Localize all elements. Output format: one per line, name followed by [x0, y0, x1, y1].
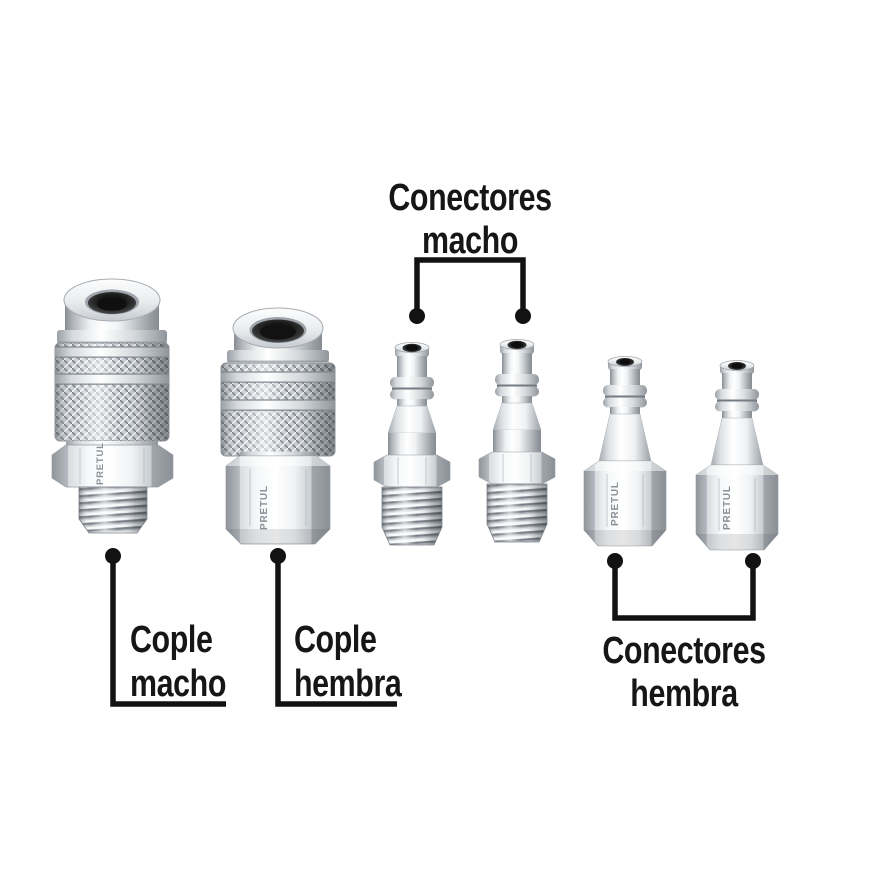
- callout-conectores-hembra: [607, 553, 761, 621]
- callout-bracket: [612, 561, 756, 621]
- brand-marking: PRETUL: [259, 485, 270, 530]
- product-conector-macho-2: [478, 339, 556, 543]
- label-line: Cople: [130, 619, 213, 661]
- sleeve-groove: [221, 400, 335, 410]
- brand-marking: PRETUL: [95, 442, 106, 485]
- label-line: macho: [422, 220, 518, 262]
- label-cople-hembra: Cople hembra: [294, 618, 402, 706]
- callout-line: [275, 556, 397, 707]
- callout-cople-macho: [105, 548, 226, 707]
- callout-dot: [270, 548, 286, 564]
- label-conectores-hembra: Conectores hembra: [580, 630, 788, 716]
- label-line: Conectores: [388, 177, 552, 219]
- label-line: macho: [130, 663, 226, 705]
- product-conector-hembra-2: [695, 360, 779, 551]
- collar-flange: [227, 350, 329, 362]
- callout-cople-hembra: [270, 548, 397, 707]
- callout-conectores-macho: [409, 257, 531, 324]
- hex-nut: [51, 444, 174, 488]
- label-conectores-macho: Conectores macho: [366, 177, 574, 263]
- product-conector-macho-1: [373, 342, 451, 546]
- callout-dot: [105, 548, 121, 564]
- callout-line: [110, 556, 226, 707]
- sleeve-groove: [55, 347, 169, 357]
- sleeve-groove: [55, 374, 169, 384]
- callout-dot: [515, 308, 531, 324]
- label-line: hembra: [630, 673, 738, 715]
- product-cople-hembra: PRETUL: [220, 307, 336, 545]
- callout-bracket: [414, 257, 526, 316]
- product-cople-macho: PRETUL: [51, 278, 174, 534]
- product-conector-hembra-1: [583, 356, 667, 547]
- callout-dot: [745, 553, 761, 569]
- label-line: hembra: [294, 663, 402, 705]
- label-line: Cople: [294, 619, 377, 661]
- label-cople-macho: Cople macho: [130, 618, 226, 706]
- collar-flange: [57, 330, 167, 343]
- label-line: Conectores: [602, 630, 766, 672]
- callout-dot: [409, 308, 425, 324]
- sleeve-groove: [221, 372, 335, 382]
- callout-dot: [607, 553, 623, 569]
